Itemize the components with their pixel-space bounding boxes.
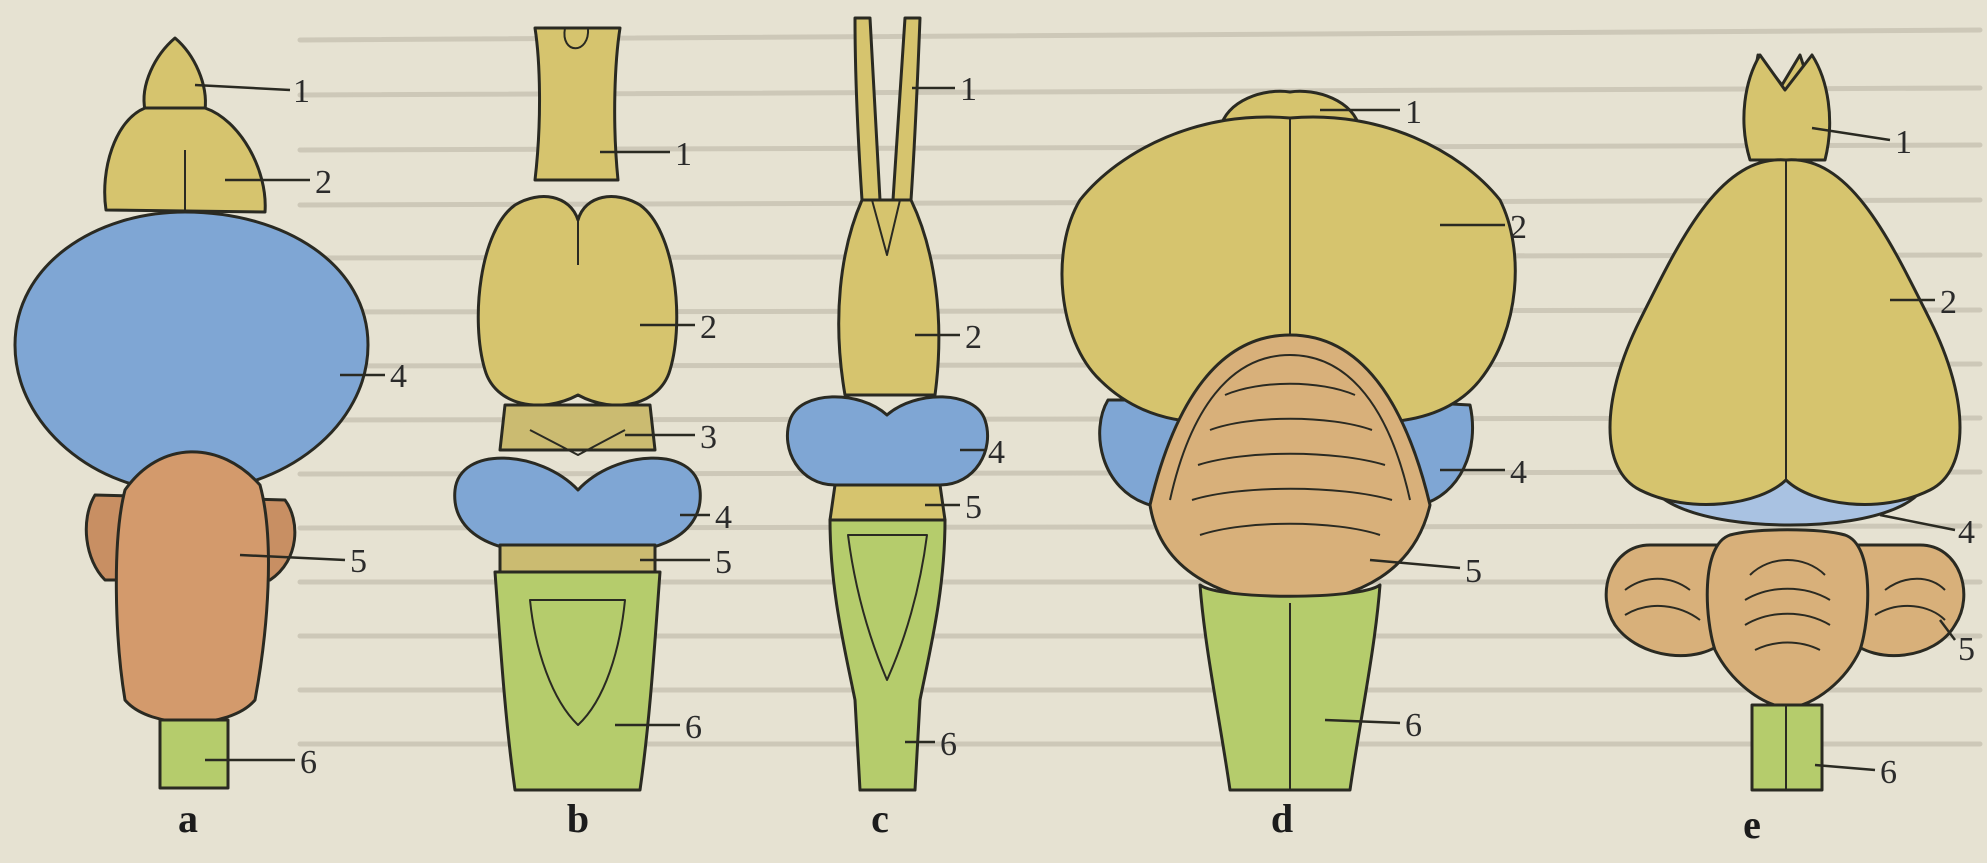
panel-c-label-4: 4 bbox=[988, 434, 1005, 471]
panel-c-part-1-right bbox=[893, 18, 920, 200]
panel-c-part-6 bbox=[830, 520, 945, 790]
panel-b-label-5: 5 bbox=[715, 544, 732, 581]
panel-b-label-4: 4 bbox=[715, 499, 732, 536]
panel-d-label-2: 2 bbox=[1510, 209, 1527, 246]
panel-a-part-5 bbox=[116, 452, 268, 723]
panel-b-label-1: 1 bbox=[675, 136, 692, 173]
panel-a-part-1 bbox=[144, 38, 205, 110]
panel-e-label-6: 6 bbox=[1880, 754, 1897, 791]
panel-e-label-5: 5 bbox=[1958, 631, 1975, 668]
panel-c-letter: c bbox=[871, 796, 889, 841]
panel-b-label-6: 6 bbox=[685, 709, 702, 746]
panel-b-label-3: 3 bbox=[700, 419, 717, 456]
panel-d bbox=[1062, 91, 1515, 790]
panel-e-letter: e bbox=[1743, 802, 1761, 847]
panel-a-label-1: 1 bbox=[293, 73, 310, 110]
panel-a-letter: a bbox=[178, 796, 198, 841]
panel-a-part-4 bbox=[15, 212, 368, 492]
panel-d-label-1: 1 bbox=[1405, 94, 1422, 131]
panel-a-part-6 bbox=[160, 720, 228, 788]
panel-b-part-5 bbox=[500, 545, 655, 572]
panel-d-letter: d bbox=[1271, 796, 1293, 841]
panel-c bbox=[787, 18, 987, 790]
panel-c-part-5 bbox=[830, 485, 945, 520]
panel-b-letter: b bbox=[567, 796, 589, 841]
panel-e-label-1: 1 bbox=[1895, 124, 1912, 161]
panel-b-label-2: 2 bbox=[700, 309, 717, 346]
panel-e bbox=[1606, 55, 1964, 790]
panel-c-label-2: 2 bbox=[965, 319, 982, 356]
panel-a-label-5: 5 bbox=[350, 543, 367, 580]
panel-e-label-4: 4 bbox=[1958, 514, 1975, 551]
panel-b-part-3 bbox=[500, 405, 655, 450]
panel-c-label-5: 5 bbox=[965, 489, 982, 526]
panel-d-label-6: 6 bbox=[1405, 707, 1422, 744]
panel-d-label-5: 5 bbox=[1465, 553, 1482, 590]
panel-e-label-2: 2 bbox=[1940, 284, 1957, 321]
panel-c-part-4 bbox=[787, 397, 987, 485]
panel-b bbox=[455, 28, 701, 790]
panel-d-label-4: 4 bbox=[1510, 454, 1527, 491]
panel-a-label-6: 6 bbox=[300, 744, 317, 781]
panel-b-part-6 bbox=[495, 572, 660, 790]
panel-c-label-6: 6 bbox=[940, 726, 957, 763]
panel-b-part-1 bbox=[535, 28, 620, 180]
panel-c-part-1-left bbox=[855, 18, 880, 200]
panel-a-label-2: 2 bbox=[315, 164, 332, 201]
panel-c-label-1: 1 bbox=[960, 71, 977, 108]
panel-e-part-1b bbox=[1744, 55, 1830, 160]
panel-c-part-2 bbox=[839, 200, 939, 395]
panel-a-label-4: 4 bbox=[390, 358, 407, 395]
panel-letters: a b c d e bbox=[178, 796, 1761, 847]
panel-e-part-5 bbox=[1707, 530, 1867, 708]
